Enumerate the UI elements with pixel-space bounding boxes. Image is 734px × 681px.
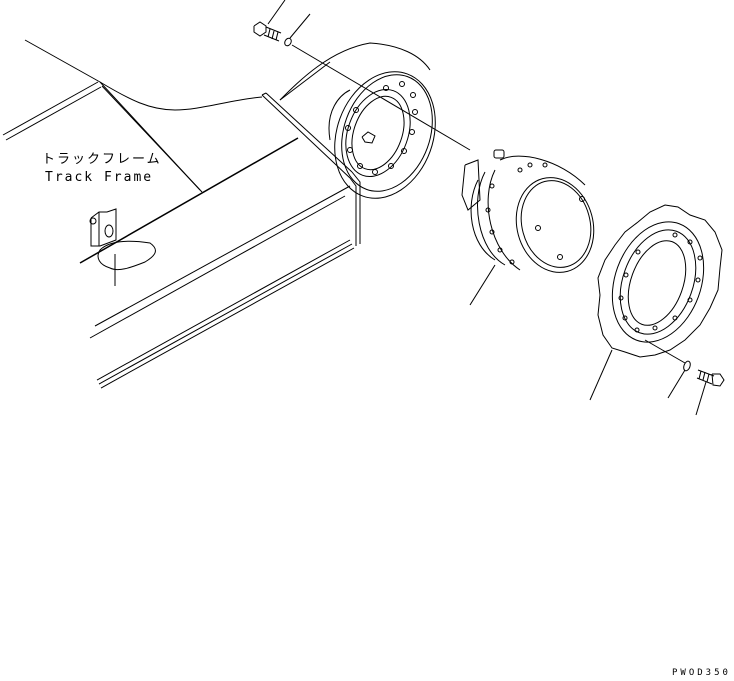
- track-frame-label-jp: トラックフレーム: [42, 152, 162, 167]
- track-frame-label-en: Track Frame: [45, 170, 154, 185]
- figure-code: PWOD350: [672, 668, 731, 678]
